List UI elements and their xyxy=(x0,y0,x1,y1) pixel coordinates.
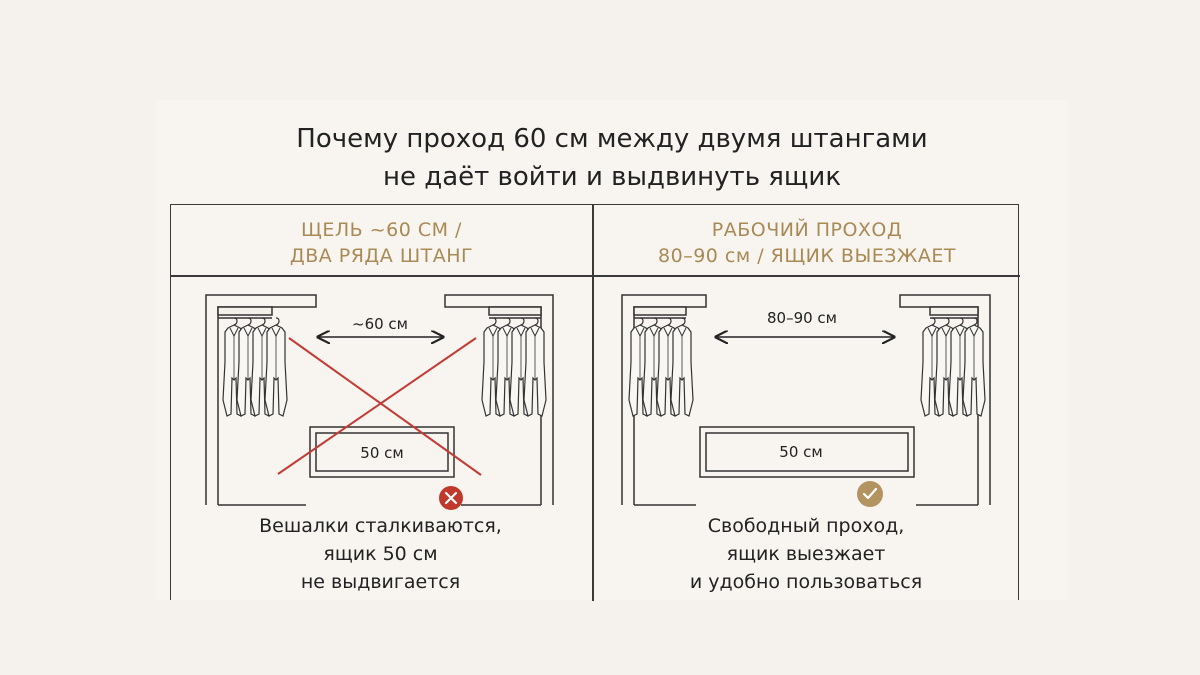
infographic-card: Почему проход 60 см между двумя штангами… xyxy=(156,100,1068,601)
left-header-line-2: ДВА РЯДА ШТАНГ xyxy=(289,245,474,267)
right-gap-label: 80–90 см xyxy=(767,309,837,327)
right-caption: Свободный проход, ящик выезжает и удобно… xyxy=(593,512,1019,596)
comparison-table: ЩЕЛЬ ~60 СМ / ДВА РЯДА ШТАНГ РАБОЧИЙ ПРО… xyxy=(170,204,1020,601)
right-caption-line-3: и удобно пользоваться xyxy=(689,571,923,593)
left-caption-line-3: не выдвигается xyxy=(300,571,461,593)
check-icon xyxy=(857,481,883,507)
right-column-header: РАБОЧИЙ ПРОХОД 80–90 см / ЯЩИК ВЫЕЗЖАЕТ xyxy=(594,217,1020,269)
right-caption-line-2: ящик выезжает xyxy=(726,543,886,565)
left-column-header: ЩЕЛЬ ~60 СМ / ДВА РЯДА ШТАНГ xyxy=(171,217,592,269)
right-header-line-2: 80–90 см / ЯЩИК ВЫЕЗЖАЕТ xyxy=(658,245,956,267)
error-x-icon xyxy=(439,486,463,510)
left-diagram: ~60 см 50 см xyxy=(205,294,554,510)
right-drawer-label: 50 см xyxy=(779,443,822,461)
right-drawer xyxy=(699,426,915,478)
right-caption-line-1: Свободный проход, xyxy=(707,515,905,537)
right-panel-left-clothes xyxy=(629,318,693,416)
wardrobe-diagrams: ~60 см 50 см xyxy=(205,294,991,510)
right-wardrobe-clothes xyxy=(482,318,546,416)
left-caption: Вешалки сталкиваются, ящик 50 см не выдв… xyxy=(170,512,591,596)
title-line-2: не даёт войти и выдвинуть ящик xyxy=(382,162,842,192)
header-divider xyxy=(171,275,1020,277)
column-divider xyxy=(592,205,594,601)
blocked-cross xyxy=(277,337,482,476)
right-header-line-1: РАБОЧИЙ ПРОХОД xyxy=(711,219,903,241)
page-title: Почему проход 60 см между двумя штангами… xyxy=(156,120,1068,196)
drawer-label: 50 см xyxy=(360,444,403,462)
left-header-line-1: ЩЕЛЬ ~60 СМ / xyxy=(301,219,462,241)
left-caption-line-2: ящик 50 см xyxy=(323,543,438,565)
left-wardrobe-clothes xyxy=(223,318,287,416)
right-panel-right-clothes xyxy=(921,318,985,416)
left-caption-line-1: Вешалки сталкиваются, xyxy=(259,515,502,537)
right-diagram: 80–90 см 50 см xyxy=(621,294,991,507)
title-line-1: Почему проход 60 см между двумя штангами xyxy=(296,124,928,154)
gap-label: ~60 см xyxy=(352,315,408,333)
